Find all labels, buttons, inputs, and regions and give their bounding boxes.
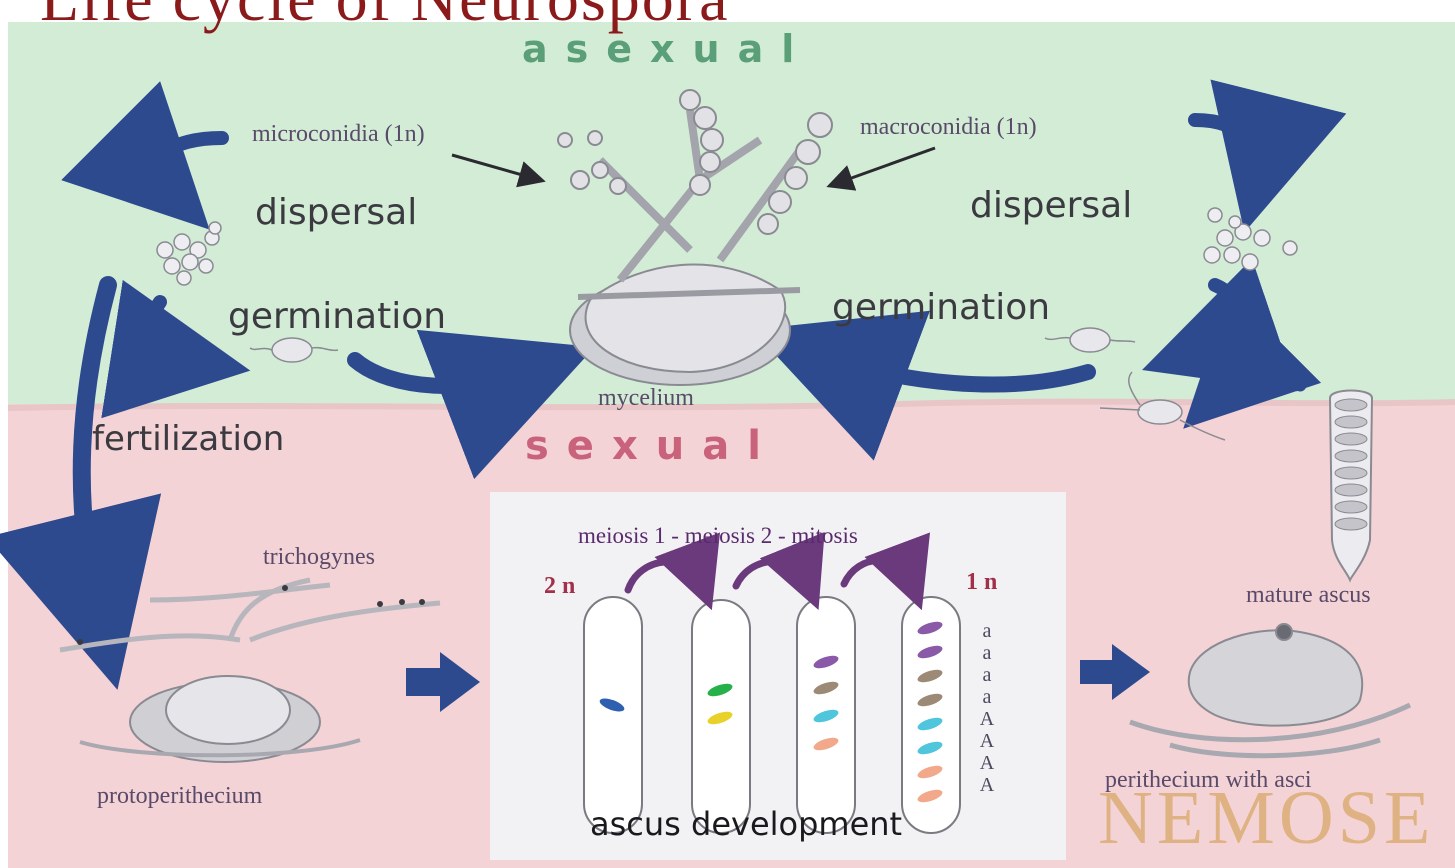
label-macroconidia: macroconidia (1n) [860, 115, 1037, 139]
mating-type: a [976, 686, 998, 708]
label-germination-right: germination [832, 290, 1050, 326]
mating-type: a [976, 664, 998, 686]
label-dispersal-left: dispersal [255, 195, 417, 231]
mating-type: A [976, 752, 998, 774]
label-protoperithecium: protoperithecium [97, 784, 262, 808]
mature-ascus-illustration [1330, 391, 1372, 581]
mating-type: a [976, 642, 998, 664]
label-mycelium: mycelium [598, 386, 694, 410]
mating-type-column: a a a a A A A A [976, 620, 998, 796]
mating-type: a [976, 620, 998, 642]
label-ascus-development: ascus development [590, 808, 902, 840]
label-meiosis-sequence: meiosis 1 - meiosis 2 - mitosis [578, 524, 858, 547]
zone-label-asexual: asexual [522, 30, 812, 68]
label-fertilization: fertilization [92, 422, 284, 456]
label-1n: 1 n [966, 570, 997, 594]
label-dispersal-right: dispersal [970, 188, 1132, 224]
label-germination-left: germination [228, 299, 446, 335]
label-trichogynes: trichogynes [263, 545, 375, 569]
mating-type: A [976, 708, 998, 730]
label-microconidia: microconidia (1n) [252, 122, 425, 146]
zone-label-sexual: sexual [525, 426, 779, 466]
ascus-tube-1 [584, 597, 642, 833]
label-2n: 2 n [544, 574, 575, 598]
label-mature-ascus: mature ascus [1246, 583, 1371, 607]
mating-type: A [976, 730, 998, 752]
mating-type: A [976, 774, 998, 796]
watermark: NEMOSE [1098, 780, 1434, 856]
